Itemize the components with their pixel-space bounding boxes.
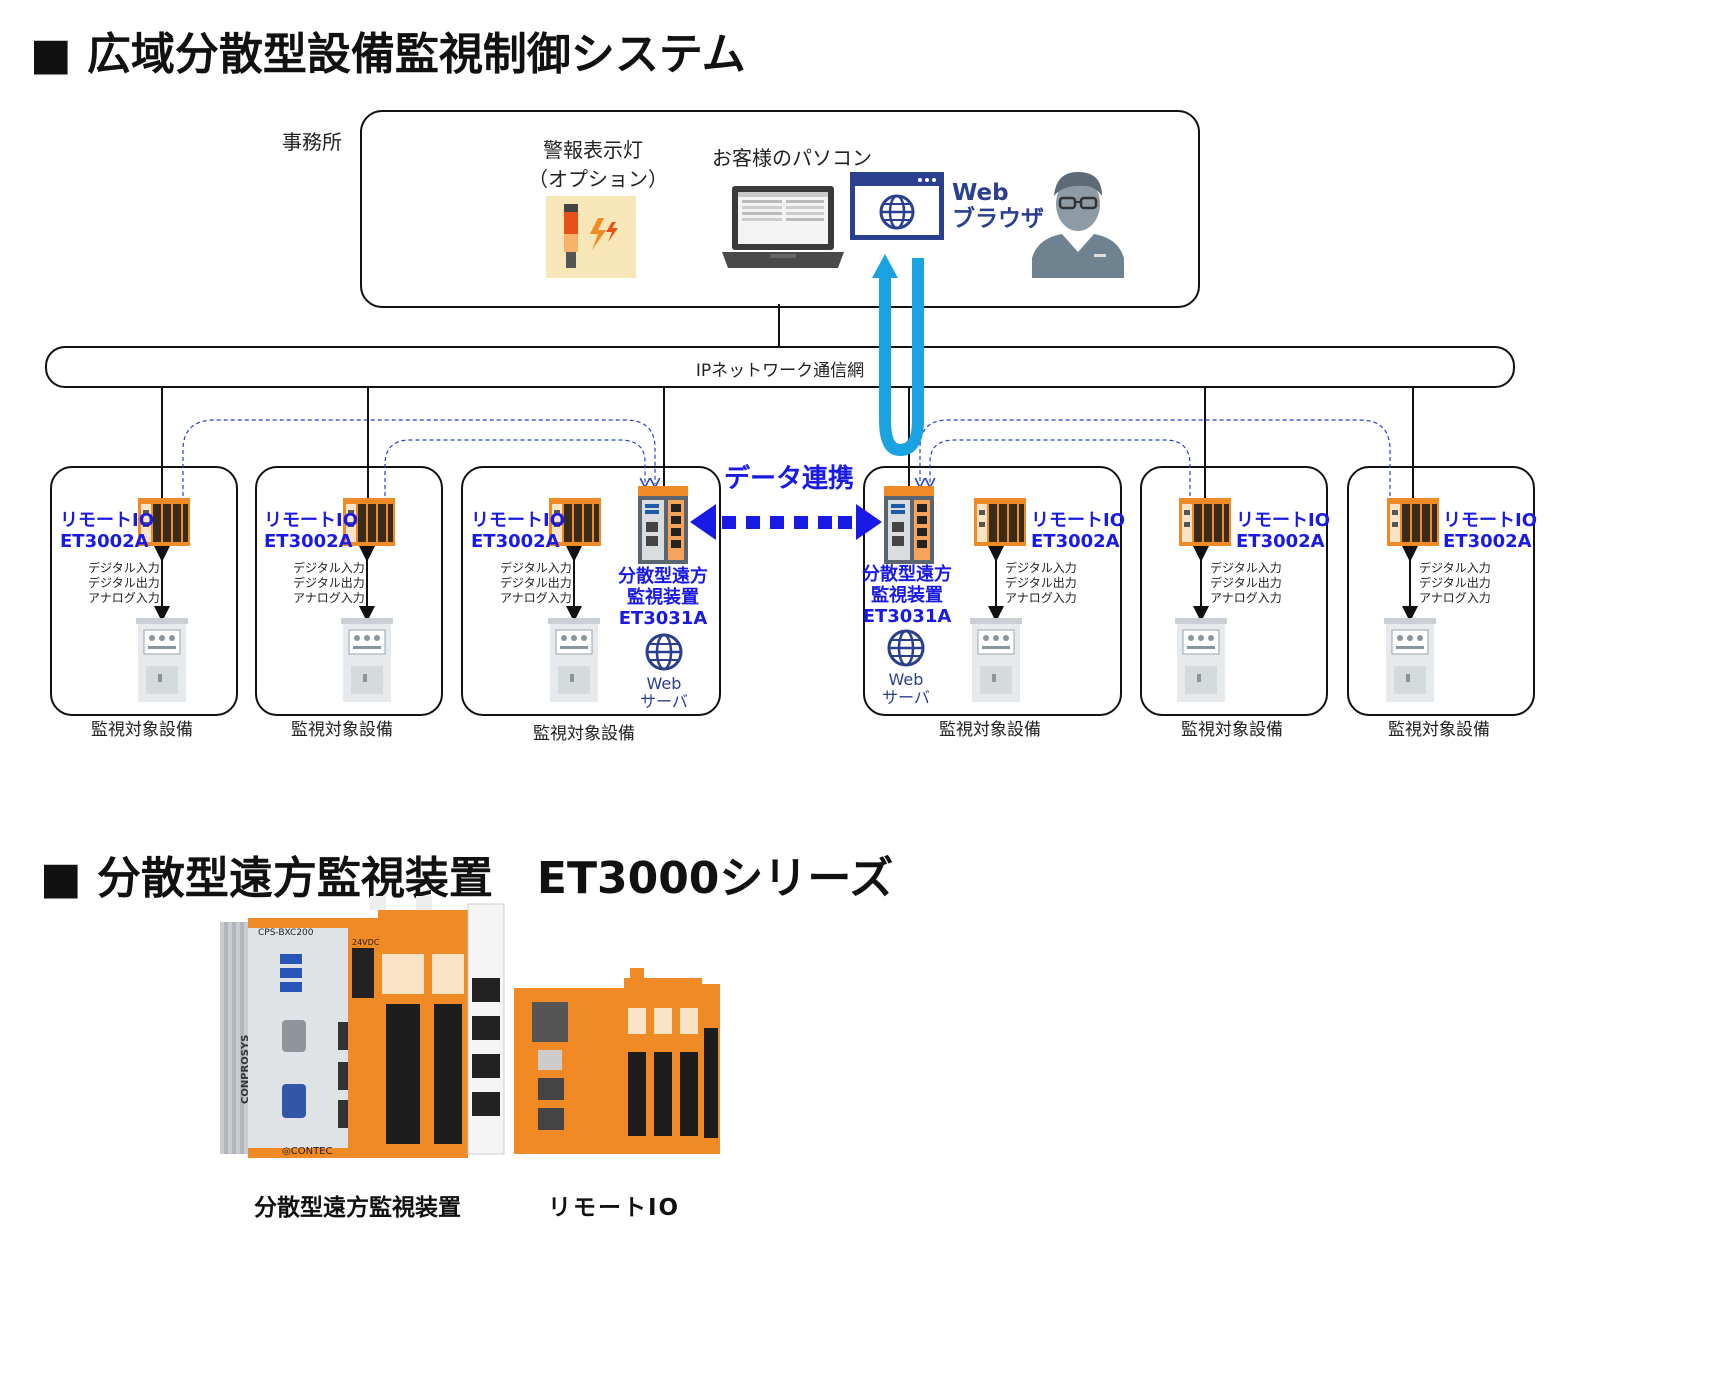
site-box-5 [1140,466,1328,716]
remote-io-icon [138,498,190,546]
user-avatar-icon [1032,166,1124,278]
remote-io-icon [343,498,395,546]
monitor-device-icon [884,486,934,564]
remote-io-icon [974,498,1026,546]
monitor-device-icon [638,486,688,564]
office-label: 事務所 [282,130,342,154]
equipment-label: 監視対象設備 [939,720,1041,740]
remote-io-photo [514,968,720,1154]
laptop-icon [718,184,848,272]
io-types: デジタル入力デジタル出力アナログ入力 [293,561,365,605]
io-types: デジタル入力デジタル出力アナログ入力 [1005,561,1077,605]
alarm-lamp-label: 警報表示灯 （オプション） [528,138,668,191]
globe-icon [644,632,684,672]
equipment-label: 監視対象設備 [1181,720,1283,740]
system-title: ■ 広域分散型設備監視制御システム [30,29,746,80]
equipment-cabinet-icon [136,618,188,702]
io-types: デジタル入力デジタル出力アナログ入力 [1210,561,1282,605]
monitor-device-caption: 分散型遠方監視装置 [254,1195,461,1221]
office-network-line [778,304,780,348]
io-types: デジタル入力デジタル出力アナログ入力 [88,561,160,605]
browser-window-icon [850,172,944,240]
remote-io-caption: リモートIO [548,1195,681,1221]
equipment-cabinet-icon [970,618,1022,702]
series-title: ■ 分散型遠方監視装置 ET3000シリーズ [40,853,894,904]
browser-access-arrow [879,258,924,457]
ip-network-label: IPネットワーク通信網 [695,361,865,381]
equipment-label: 監視対象設備 [91,720,193,740]
maker-text: ◎CONTEC [282,1146,333,1157]
brand-side-text: CONPROSYS [240,1034,251,1104]
equipment-cabinet-icon [1384,618,1436,702]
globe-icon [886,628,926,668]
remote-io-icon [1179,498,1231,546]
browser-label: Web ブラウザ [952,180,1044,232]
equipment-cabinet-icon [1175,618,1227,702]
equipment-label: 監視対象設備 [291,720,393,740]
site-box-6 [1347,466,1535,716]
io-types: デジタル入力デジタル出力アナログ入力 [500,561,572,605]
equipment-cabinet-icon [548,618,600,702]
io-types: デジタル入力デジタル出力アナログ入力 [1419,561,1491,605]
monitor-device-photo [220,894,510,1166]
data-link-arrow [690,504,882,540]
power-text: 24VDC [352,938,380,947]
equipment-label: 監視対象設備 [533,724,635,744]
ip-network-bar [45,346,1515,388]
pc-label: お客様のパソコン [712,146,872,170]
remote-io-icon [1387,498,1439,546]
alarm-lamp-icon [546,196,636,278]
product-model-text: CPS-BXC200 [258,928,314,938]
remote-io-icon [549,498,601,546]
equipment-cabinet-icon [341,618,393,702]
data-link-label: データ連携 [724,464,855,494]
equipment-label: 監視対象設備 [1388,720,1490,740]
